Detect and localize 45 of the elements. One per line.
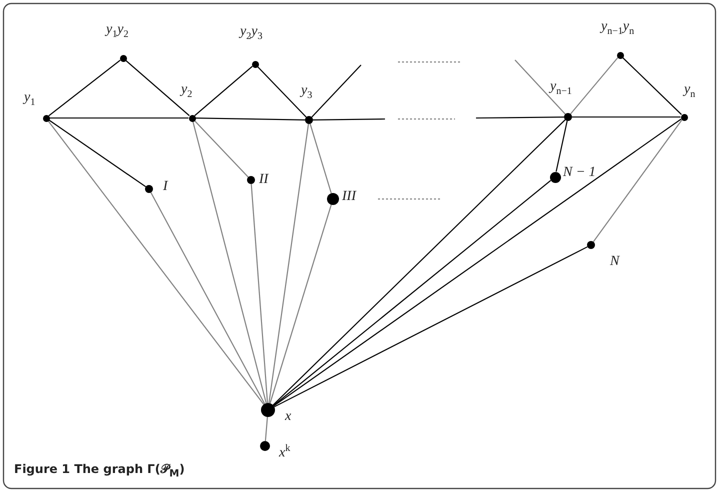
graph-edge <box>250 184 268 404</box>
vertex-label: III <box>342 189 356 205</box>
graph-edge <box>257 66 307 118</box>
graph-edge <box>570 57 618 114</box>
graph-edge <box>150 192 266 404</box>
vertex-label: y$_{1}$ <box>24 90 36 110</box>
figure-caption: Figure 1 The graph Γ(𝒫$_{M}$) <box>14 462 185 480</box>
graph-edge <box>592 120 682 242</box>
graph-edge <box>264 416 268 442</box>
graph-edge <box>310 124 332 194</box>
vertex-label: I <box>163 179 168 195</box>
vertex-label: y$_{n−1}$y$_{n}$ <box>601 19 634 39</box>
graph-edge <box>273 118 682 406</box>
vertex-label: y$_{1}$y$_{2}$ <box>106 22 128 42</box>
graph-edge <box>556 120 568 172</box>
graph-edge <box>194 66 253 116</box>
vertex-label: y$_{2}$y$_{3}$ <box>240 24 262 44</box>
graph-edge <box>48 60 121 116</box>
graph-edge <box>50 117 188 119</box>
graph-edge <box>311 64 362 118</box>
vertex-label: y$_{n−1}$ <box>550 79 572 99</box>
vertex-label: y$_{3}$ <box>301 83 312 103</box>
vertex-label: N − 1 <box>563 165 596 181</box>
graph-edge <box>194 120 249 178</box>
graph-edge <box>48 120 146 188</box>
graph-edge <box>313 118 385 120</box>
graph-edge <box>272 119 566 406</box>
graph-edge <box>196 118 305 120</box>
graph-edge <box>273 180 552 406</box>
graph-edge <box>476 116 564 119</box>
graph-edge <box>572 116 680 118</box>
graph-edge <box>48 120 264 405</box>
vertex-label: y$_{n}$ <box>684 82 696 102</box>
graph-edge <box>192 121 267 404</box>
graph-edge <box>622 57 682 115</box>
graph-edge <box>268 124 309 404</box>
vertex-label: x <box>285 409 292 425</box>
vertex-label: II <box>259 172 268 188</box>
graph-edge <box>125 60 190 116</box>
graph-edge <box>274 246 588 408</box>
vertex-label: x$^{k}$ <box>279 442 290 462</box>
graph-edge <box>514 60 566 114</box>
graph-edge <box>270 204 332 404</box>
vertex-label: y$_{2}$ <box>181 82 192 102</box>
vertex-label: N <box>610 254 620 270</box>
